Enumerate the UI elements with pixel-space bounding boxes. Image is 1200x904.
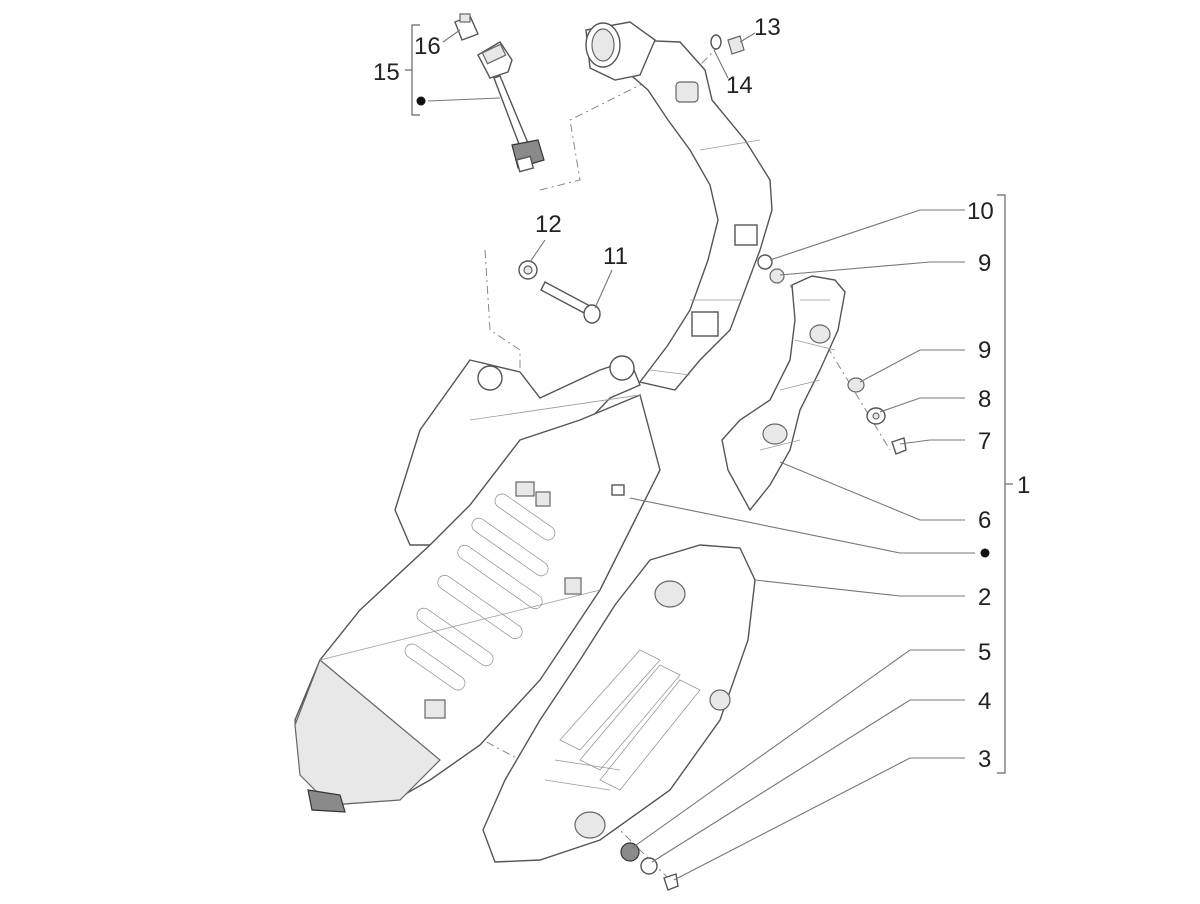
exhaust-header-pipe <box>585 21 773 391</box>
callout-2: 2 <box>978 584 991 611</box>
callout-7: 7 <box>978 428 991 455</box>
callout-9-lower: 9 <box>978 337 991 364</box>
callout-1: 1 <box>1017 472 1030 499</box>
callout-16: 16 <box>414 33 441 60</box>
kit-brackets <box>405 24 1013 774</box>
callout-12: 12 <box>535 211 562 238</box>
leader-lines <box>427 29 975 881</box>
callout-15: 15 <box>373 59 400 86</box>
mount-washer-bolt <box>518 260 601 324</box>
bullet-dot-muffler <box>980 548 990 558</box>
bullet-dot-sensor <box>416 96 426 106</box>
callout-4: 4 <box>978 688 991 715</box>
small-fasteners-upper <box>757 254 907 455</box>
callout-6: 6 <box>978 507 991 534</box>
flange-nut <box>710 34 745 55</box>
callout-3: 3 <box>978 746 991 773</box>
callout-10: 10 <box>967 198 994 225</box>
header-heat-shield <box>721 275 846 512</box>
callout-11: 11 <box>603 243 628 270</box>
muffler-heat-shield <box>482 544 756 863</box>
sensor-connector-clip <box>454 13 479 41</box>
muffler-body <box>294 355 661 813</box>
callout-8: 8 <box>978 386 991 413</box>
muffler-ribs <box>404 493 556 691</box>
callout-13: 13 <box>754 14 781 41</box>
callout-9-upper: 9 <box>978 250 991 277</box>
callout-labels: 16 15 13 14 12 11 10 9 9 8 7 1 6 2 5 4 3 <box>373 14 1030 773</box>
oxygen-sensor <box>477 41 545 173</box>
callout-14: 14 <box>726 72 753 99</box>
callout-5: 5 <box>978 639 991 666</box>
small-fasteners-lower <box>620 842 679 891</box>
heat-shield-slots <box>544 649 701 791</box>
